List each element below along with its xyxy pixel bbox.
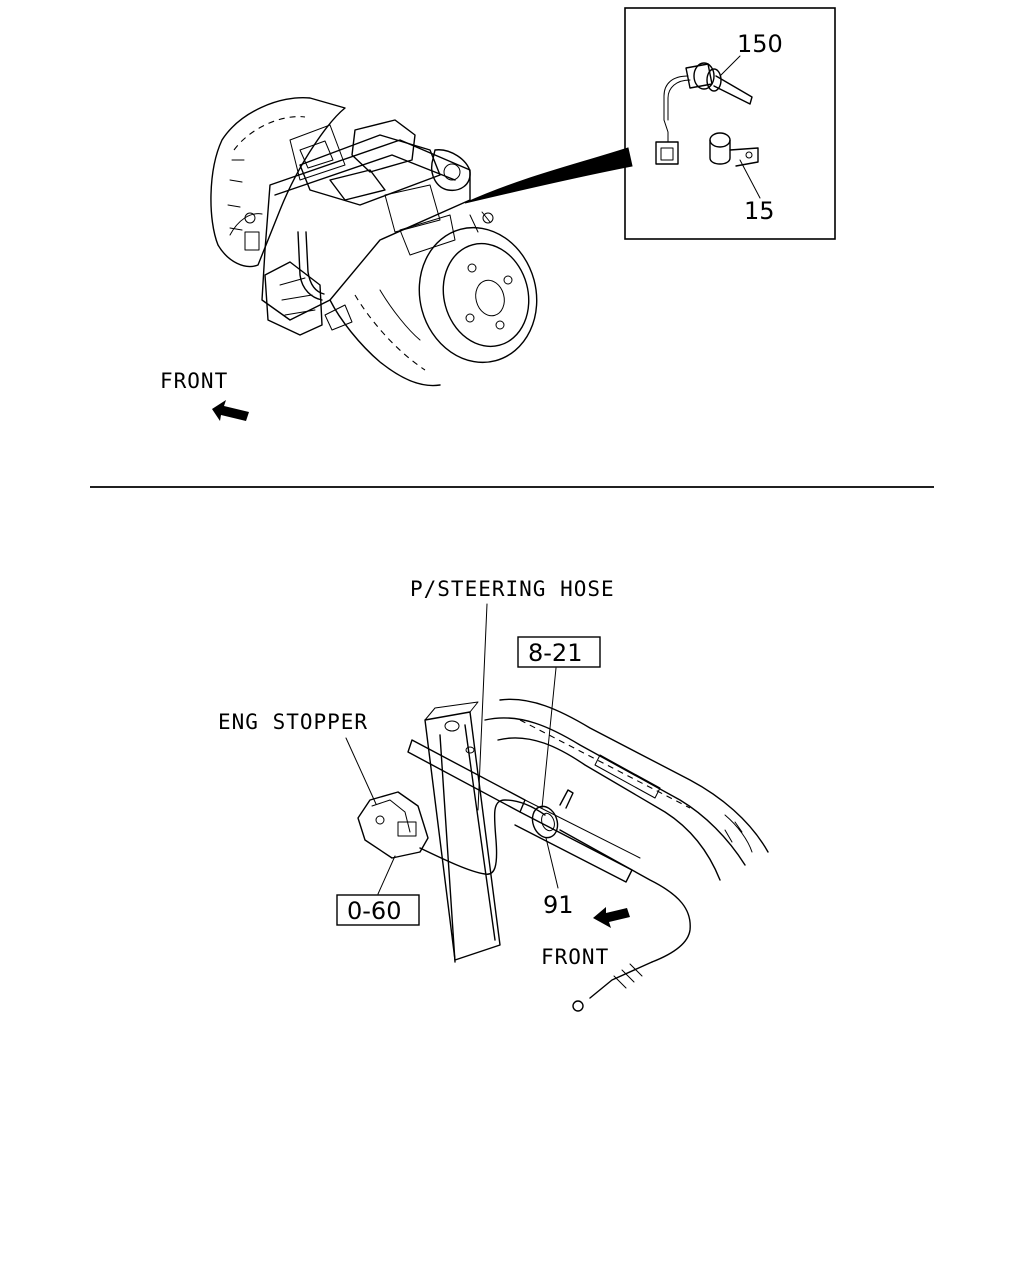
callout-91-leader: [545, 837, 559, 889]
bracket-part-icon: [709, 132, 759, 167]
front-label-top: FRONT: [160, 369, 228, 393]
inset-detail-box: 150 15: [624, 7, 836, 240]
ref-0-60-label: 0-60: [347, 897, 401, 925]
ref-8-21-leader: [541, 667, 557, 809]
steering-hose-leader: [477, 603, 488, 811]
ref-8-21-label: 8-21: [528, 639, 582, 667]
front-arrow-bottom-icon: [593, 907, 630, 928]
front-arrow-top-icon: [212, 400, 249, 421]
ref-box-0-60[interactable]: [336, 894, 420, 926]
sensor-part-icon: [655, 62, 753, 165]
callout-15: 15: [744, 197, 775, 225]
stopper-cable-illustration: [357, 789, 691, 1012]
front-label-bottom: FRONT: [541, 945, 609, 969]
steering-hose-label: P/STEERING HOSE: [410, 577, 615, 601]
callout-150: 150: [737, 30, 783, 58]
frame-illustration: [407, 698, 769, 963]
ref-0-60-leader: [377, 855, 396, 895]
ref-box-8-21[interactable]: [517, 636, 601, 668]
eng-stopper-label: ENG STOPPER: [218, 710, 368, 734]
eng-stopper-leader: [345, 737, 377, 805]
callout-91: 91: [543, 891, 574, 919]
transmission-illustration: [210, 96, 633, 387]
